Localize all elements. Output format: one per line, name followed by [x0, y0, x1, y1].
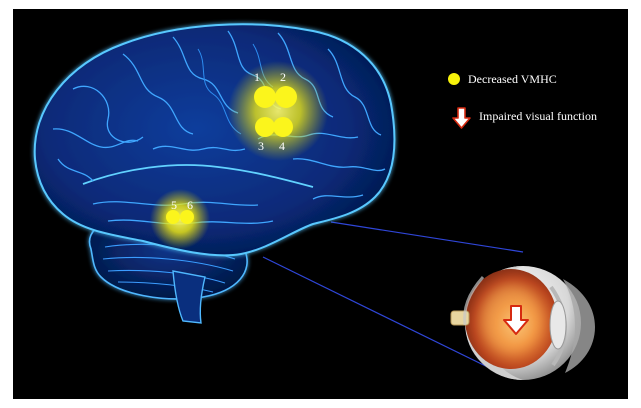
region-label-5: 5: [171, 198, 177, 212]
vmhc-region-4: [273, 117, 293, 137]
region-label-6: 6: [187, 198, 193, 212]
brain-stem: [173, 271, 205, 323]
vmhc-region-2: [275, 86, 297, 108]
legend-vmhc-marker: [448, 73, 460, 85]
vmhc-region-1: [254, 86, 276, 108]
region-label-3: 3: [258, 139, 264, 153]
legend-visual-label: Impaired visual function: [479, 109, 597, 123]
vmhc-region-group-upper: 1 2 3 4: [228, 61, 328, 161]
vmhc-region-group-lower: 5 6: [150, 189, 210, 249]
connector-line-upper: [331, 222, 523, 252]
eye-illustration: [451, 266, 595, 380]
legend-vmhc-label: Decreased VMHC: [468, 72, 557, 86]
region-label-2: 2: [280, 70, 286, 84]
vmhc-region-6: [180, 210, 194, 224]
vmhc-region-5: [166, 210, 180, 224]
region-label-4: 4: [279, 139, 285, 153]
cerebrum: [35, 24, 395, 255]
legend: Decreased VMHC Impaired visual function: [448, 72, 597, 128]
brain-eye-illustration: 1 2 3 4 5 6 Decreased VMHC Impaired visu…: [13, 9, 628, 399]
region-label-1: 1: [254, 70, 260, 84]
vmhc-region-3: [255, 117, 275, 137]
down-arrow-icon: [453, 108, 470, 128]
diagram-canvas: 1 2 3 4 5 6 Decreased VMHC Impaired visu…: [13, 9, 628, 399]
